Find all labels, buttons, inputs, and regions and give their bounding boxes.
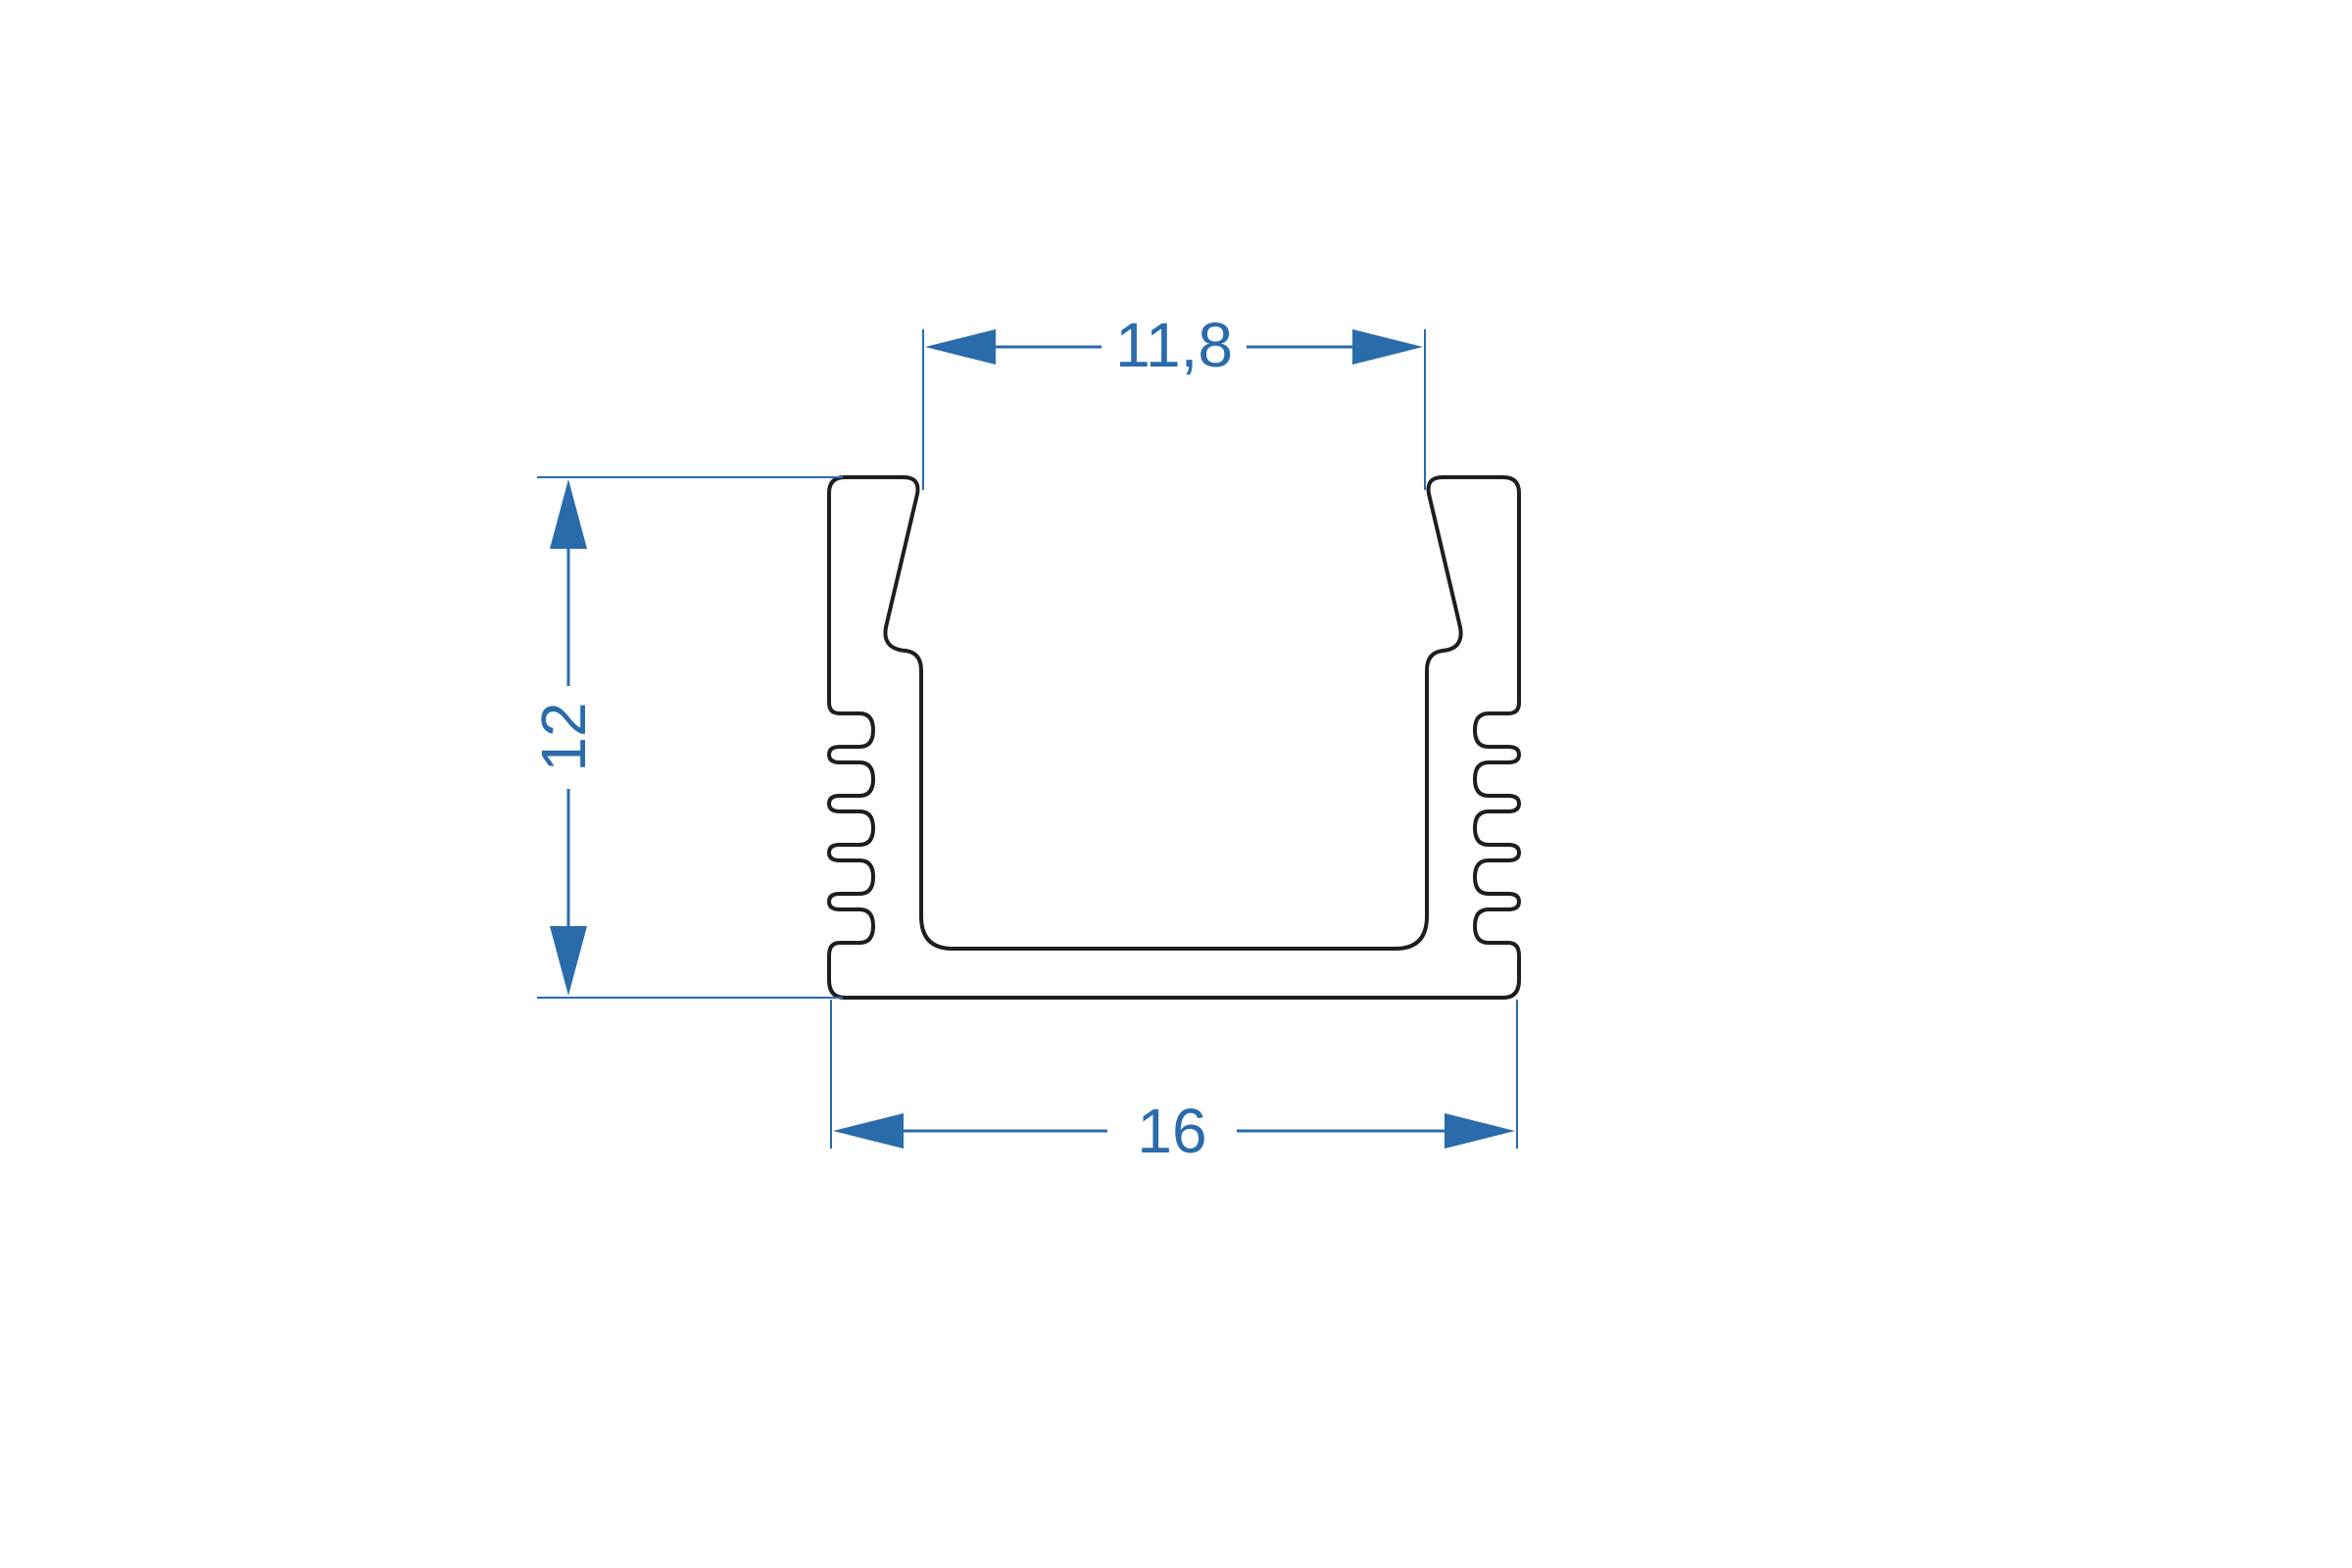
arrowhead-width-left xyxy=(833,1113,904,1149)
arrowhead-width-right xyxy=(1445,1113,1515,1149)
dimension-label-height: 12 xyxy=(528,702,599,771)
arrowhead-height-bottom xyxy=(550,926,587,996)
arrowhead-opening-right xyxy=(1352,329,1423,365)
arrowhead-opening-left xyxy=(925,329,996,365)
dimension-overall-width: 16 xyxy=(830,1000,1518,1166)
dimension-label-overall-width: 16 xyxy=(1137,1096,1206,1166)
arrowhead-height-top xyxy=(550,479,587,549)
dimension-opening-width: 11,8 xyxy=(922,310,1426,490)
u-profile-outline xyxy=(827,475,1521,1000)
dimension-label-opening-width: 11,8 xyxy=(1115,310,1233,380)
dimension-height: 12 xyxy=(528,476,843,999)
